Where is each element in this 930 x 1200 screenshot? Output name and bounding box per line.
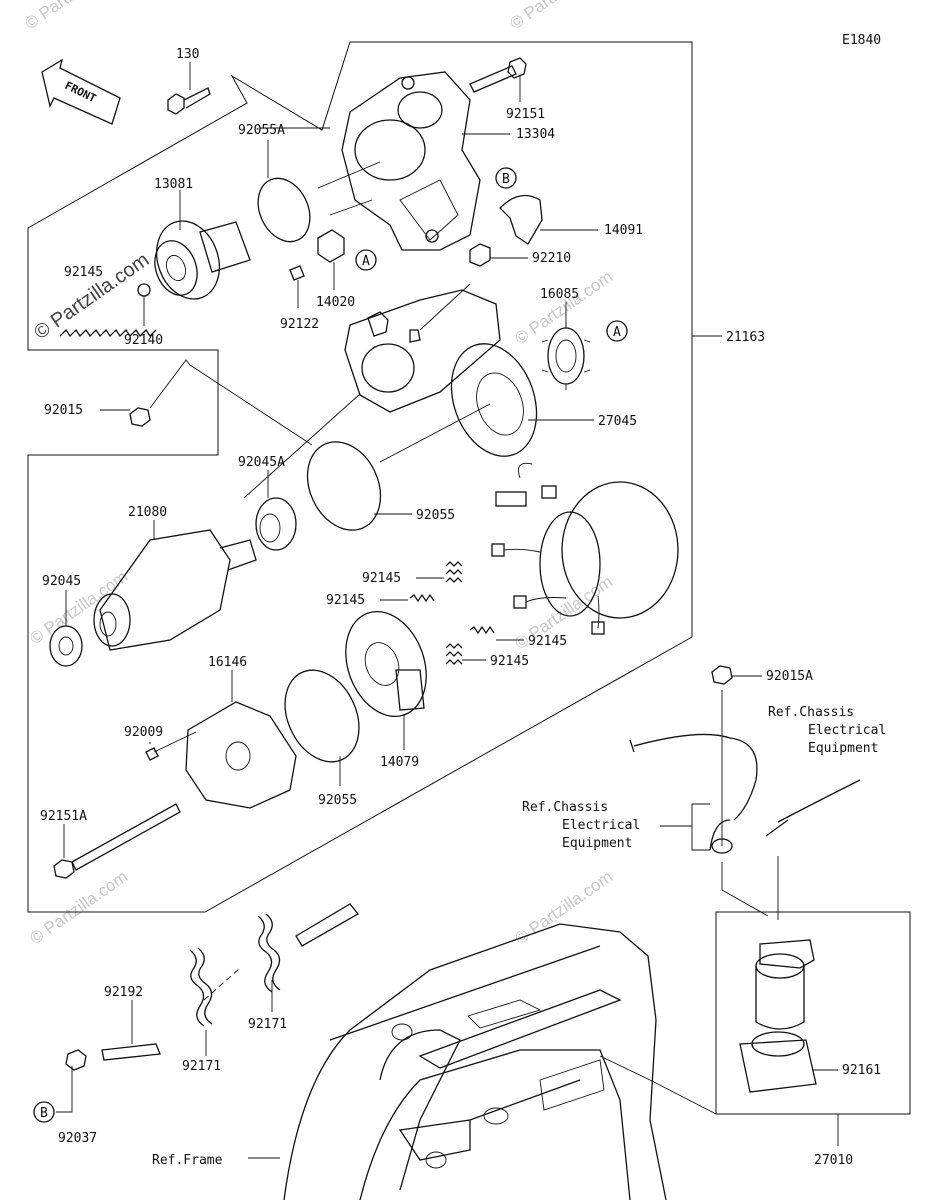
callout-B-bottom: B [40,1106,48,1121]
part-label-92055A: 92055A [238,123,285,138]
part-label-92210: 92210 [532,251,571,266]
part-label-92192: 92192 [104,985,143,1000]
ref-chassis-right: Ref.Chassis Electrical Equipment [768,705,886,756]
part-label-130: 130 [176,47,199,62]
end-cover-27045: 27045 [450,343,637,457]
battery-cable [629,733,861,854]
part-label-92171-b: 92171 [248,1017,287,1032]
diagram-code: E1840 [842,33,881,48]
ref-chassis-left-line2: Electrical [562,818,640,833]
drive-13081: 13081 [154,177,251,300]
part-label-27045: 27045 [598,414,637,429]
callout-A-right: A [613,325,621,340]
part-label-21163: 21163 [726,330,765,345]
part-label-92055-mid: 92055 [416,508,455,523]
callout-group: A B A B [33,167,628,1123]
part-label-21080: 21080 [128,505,167,520]
springs-92145: 92145 92145 92145 92145 [326,561,567,669]
part-label-92045: 92045 [42,574,81,589]
bearing-92045A: 92045A [238,455,297,551]
callout-B-top: B [502,172,510,187]
front-arrow-icon: FRONT [41,58,121,125]
coupling-14020: 14020 [316,229,355,310]
bearing-92045: 92045 [42,574,83,667]
part-label-92015A: 92015A [766,669,813,684]
pin-92122: 92122 [280,265,319,332]
part-label-92015: 92015 [44,403,83,418]
ref-chassis-left-line1: Ref.Chassis [522,800,608,815]
nut-92015: 92015 [44,403,151,427]
breather-hose-group: 92192 92171 92171 92037 [56,903,359,1146]
part-label-92145-b: 92145 [326,593,365,608]
housing-13304: 13304 [260,71,555,251]
part-label-92161: 92161 [842,1063,881,1078]
part-label-92009: 92009 [124,725,163,740]
watermark-text: © Partzilla.com [21,0,126,33]
part-label-92122: 92122 [280,317,319,332]
part-label-13081: 13081 [154,177,193,192]
nut-92210: 92210 [469,243,571,267]
assembly-frame-21163 [27,41,722,913]
part-label-92151: 92151 [506,107,545,122]
part-label-92145-d: 92145 [490,654,529,669]
o-ring-92055-low: 92055 [284,669,360,808]
part-label-92145-c: 92145 [528,634,567,649]
part-label-14020: 14020 [316,295,355,310]
part-label-92140: 92140 [124,333,163,348]
ref-chassis-left: Ref.Chassis Electrical Equipment [522,800,710,851]
part-label-92145-top: 92145 [64,265,103,280]
bolt-130: 130 [167,47,211,115]
nut-92015A: 92015A [711,665,813,846]
ref-frame: Ref.Frame [152,1153,223,1168]
part-label-92055-low: 92055 [318,793,357,808]
part-label-16146: 16146 [208,655,247,670]
part-label-14079: 14079 [380,755,419,770]
part-label-92045A: 92045A [238,455,285,470]
part-label-14091: 14091 [604,223,643,238]
starter-yoke [344,283,501,413]
part-label-27010: 27010 [814,1153,853,1168]
end-cap-16146: 16146 [185,655,297,809]
ref-chassis-left-line3: Equipment [562,836,632,851]
ball-92140: 92140 [124,283,163,348]
ref-chassis-right-line2: Electrical [808,723,886,738]
brush-plate-14079: 14079 [345,610,427,770]
callout-A-top: A [362,254,370,269]
ref-chassis-right-line3: Equipment [808,741,878,756]
o-ring-92055-mid: 92055 [306,441,455,531]
ref-chassis-right-line1: Ref.Chassis [768,705,854,720]
part-label-92151A: 92151A [40,809,87,824]
part-label-16085: 16085 [540,287,579,302]
bolt-92151A: 92151A [40,803,181,879]
yoke-brush-assembly [491,462,679,635]
o-ring-92055A: 92055A [238,123,311,243]
screw-92009: 92009 [124,725,197,761]
watermark-text: © Partzilla.com [511,267,616,348]
part-label-92037: 92037 [58,1131,97,1146]
watermark-text: © Partzilla.com [26,867,131,948]
part-label-13304: 13304 [516,127,555,142]
armature-21080: 21080 [93,505,257,651]
cap-14091: 14091 [499,194,643,245]
solenoid-27010: 92161 27010 [715,856,911,1168]
part-label-92171-a: 92171 [182,1059,221,1074]
watermark-text-main: © Partzilla.com [30,249,153,344]
gear-16085: 16085 [540,287,591,390]
part-label-92145-a: 92145 [362,571,401,586]
vehicle-frame: Ref.Frame [152,923,717,1200]
spring-92145-top: 92145 [59,265,157,338]
bolt-92151: 92151 [469,57,545,122]
watermark-text: © Partzilla.com [506,0,611,33]
